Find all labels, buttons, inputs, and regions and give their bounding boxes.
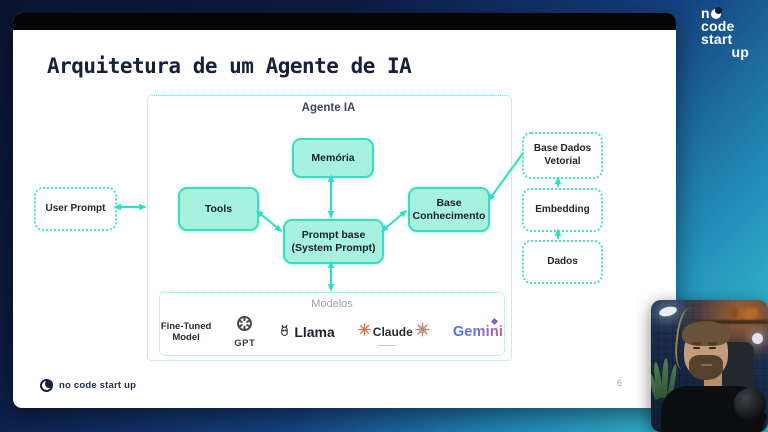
prompt-base-box: Prompt base (System Prompt) [283, 219, 384, 264]
base-dados-vetorial-box: Base Dados Vetorial [522, 132, 603, 179]
llama-item: Llama [278, 324, 335, 340]
base-conhecimento-line1: Base [436, 196, 462, 209]
claude-starburst-icon [358, 323, 371, 341]
webcam-shelf-item [729, 306, 738, 319]
presenter-beard [689, 355, 723, 380]
embedding-box: Embedding [522, 188, 603, 232]
crescent-bite [714, 6, 722, 14]
slide-title: Arquitetura de um Agente de IA [47, 54, 412, 78]
claude-scribble-icon [415, 322, 430, 342]
webcam-shelf [696, 320, 768, 324]
agent-container-label: Agente IA [301, 102, 356, 114]
prompt-base-line2: (System Prompt) [291, 241, 376, 254]
nocode-footer-logo-icon [40, 379, 53, 392]
dados-box: Dados [522, 240, 603, 284]
presenter-eyebrow [692, 342, 701, 345]
gpt-item: GPT [234, 315, 255, 349]
webcam-overlay [651, 300, 768, 432]
page-number: 6 [617, 378, 623, 388]
llama-icon [278, 324, 291, 340]
slide-top-bar [13, 13, 676, 30]
user-prompt-box: User Prompt [34, 187, 117, 231]
brand-line-start: start [701, 31, 733, 47]
gemini-label: Gemini [452, 324, 504, 340]
claude-subtext-bar [377, 344, 396, 346]
memoria-label: Memória [311, 151, 355, 164]
brand-line-up: up [731, 44, 749, 60]
presenter-mouth [701, 364, 712, 366]
webcam-wall-light [752, 333, 763, 344]
microphone-icon [734, 388, 766, 420]
gemini-item: Gemini [452, 317, 504, 341]
fine-tuned-line1: Fine-Tuned [160, 320, 212, 332]
modelos-box: Modelos Fine-Tuned Model GPT [159, 292, 505, 356]
modelos-label: Modelos [311, 298, 353, 310]
gpt-label: GPT [234, 338, 256, 349]
claude-item: Claude [358, 322, 430, 346]
base-dados-line1: Base Dados [533, 143, 592, 154]
base-conhecimento-line2: Conhecimento [412, 209, 486, 222]
footer-brand-text: no code start up [59, 380, 137, 391]
base-dados-line2: Vetorial [544, 155, 581, 167]
brand-line-no: n [701, 5, 749, 21]
presenter-eyebrow [708, 342, 717, 345]
presentation-slide: Arquitetura de um Agente de IA Agente IA… [13, 13, 676, 408]
llama-label: Llama [294, 324, 335, 340]
fine-tuned-line2: Model [172, 332, 200, 343]
presenter-eye [692, 346, 701, 350]
openai-icon [236, 315, 253, 337]
embedding-label: Embedding [535, 203, 590, 215]
brand-line-code: code [701, 18, 735, 34]
presenter-hair [682, 321, 730, 346]
dados-label: Dados [547, 255, 578, 267]
model-logos-row: Fine-Tuned Model GPT [160, 315, 504, 349]
tools-box: Tools [178, 187, 259, 231]
slide-footer: no code start up [40, 379, 136, 392]
claude-label: Claude [372, 325, 413, 339]
webcam-shelf-item [744, 308, 758, 319]
user-prompt-label: User Prompt [45, 202, 106, 214]
memoria-box: Memória [292, 138, 374, 178]
crescent-o-icon [710, 6, 722, 19]
base-conhecimento-box: Base Conhecimento [408, 187, 490, 232]
nocode-startup-logo: n code start up [701, 5, 749, 60]
tools-label: Tools [204, 202, 233, 215]
fine-tuned-model-item: Fine-Tuned Model [161, 321, 211, 344]
agent-container-box [147, 95, 512, 361]
prompt-base-line1: Prompt base [301, 228, 366, 241]
footer-logo-bite [45, 379, 53, 388]
brand-letter-n: n [701, 5, 710, 21]
